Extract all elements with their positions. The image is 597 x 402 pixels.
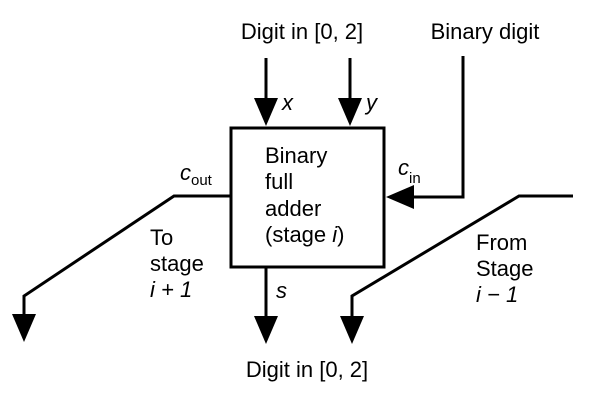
adder-label-line4: (stage i) bbox=[265, 222, 344, 247]
binary-digit-label: Binary digit bbox=[431, 19, 540, 44]
carry-out-arrowhead bbox=[12, 314, 36, 342]
sum-output-arrowhead bbox=[254, 316, 278, 344]
x-input-label: x bbox=[281, 90, 294, 115]
to-stage-line1: To bbox=[150, 225, 173, 250]
carry-out-label: cout bbox=[180, 160, 213, 189]
from-stage-carry-wire bbox=[350, 194, 573, 318]
from-stage-line3: i − 1 bbox=[476, 282, 518, 307]
top-digit-label: Digit in [0, 2] bbox=[241, 19, 363, 44]
y-input-label: y bbox=[364, 90, 379, 115]
from-stage-line1: From bbox=[476, 230, 527, 255]
to-stage-line3: i + 1 bbox=[150, 277, 192, 302]
adder-label-line1: Binary bbox=[265, 143, 327, 168]
sum-output-digit-label: Digit in [0, 2] bbox=[246, 357, 368, 382]
carry-in-arrowhead bbox=[386, 185, 414, 209]
to-stage-line2: stage bbox=[150, 251, 204, 276]
y-input-arrowhead bbox=[338, 98, 362, 126]
from-stage-carry-arrowhead bbox=[340, 316, 364, 344]
carry-out-wire bbox=[22, 194, 231, 316]
adder-label-line2: full bbox=[265, 169, 293, 194]
sum-label: s bbox=[276, 278, 287, 303]
adder-label-line3: adder bbox=[265, 196, 321, 221]
carry-in-label: cin bbox=[398, 155, 421, 187]
from-stage-line2: Stage bbox=[476, 256, 534, 281]
x-input-arrowhead bbox=[254, 98, 278, 126]
carry-in-wire bbox=[412, 56, 465, 199]
